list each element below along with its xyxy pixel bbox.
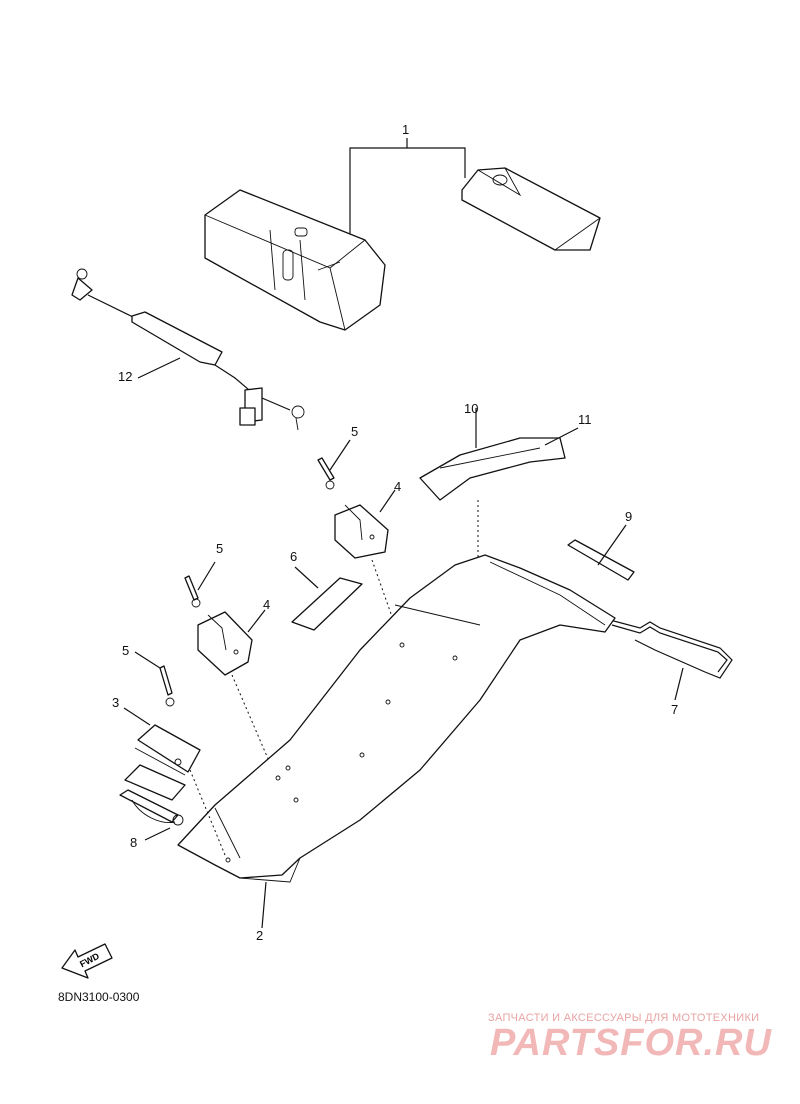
callout-5-lower: 5 (122, 643, 129, 658)
callout-8: 8 (130, 835, 137, 850)
clip-part-4-lower (197, 609, 276, 776)
callout-5-middle: 5 (216, 541, 223, 556)
hook-part-7 (609, 619, 733, 701)
callout-5-upper: 5 (351, 424, 358, 439)
callout-3: 3 (112, 695, 119, 710)
callout-11: 11 (578, 412, 592, 427)
callout-4-upper: 4 (394, 479, 401, 494)
callout-7: 7 (671, 702, 678, 717)
watermark-logo: PARTSFOR.RU (490, 1022, 772, 1064)
hinge-part-3 (123, 707, 226, 856)
screw-part-5-upper (317, 439, 351, 490)
callout-6: 6 (290, 549, 297, 564)
callout-1: 1 (402, 122, 409, 137)
callout-10: 10 (464, 401, 478, 416)
callout-12: 12 (118, 369, 132, 384)
fwd-arrow-icon: FWD (61, 943, 113, 979)
rod-part-9 (567, 524, 635, 581)
tray-part-2 (177, 554, 616, 929)
screw-part-5-lower (134, 651, 175, 707)
callout-2: 2 (256, 928, 263, 943)
diagram-code: 8DN3100-0300 (58, 990, 140, 1004)
screw-part-5-middle (184, 561, 216, 608)
pin-part-8 (119, 789, 184, 841)
tool-kit-part-1 (204, 138, 601, 331)
callout-9: 9 (625, 509, 632, 524)
clip-part-4-upper (334, 489, 403, 646)
watermark-subtitle: ЗАПЧАСТИ И АКСЕССУАРЫ ДЛЯ МОТОТЕХНИКИ (488, 1012, 760, 1024)
pad-part-6 (291, 566, 363, 631)
callout-4-lower: 4 (263, 597, 270, 612)
seat-lock-cable-part-12 (71, 268, 305, 431)
label-part-10-11 (419, 408, 579, 570)
